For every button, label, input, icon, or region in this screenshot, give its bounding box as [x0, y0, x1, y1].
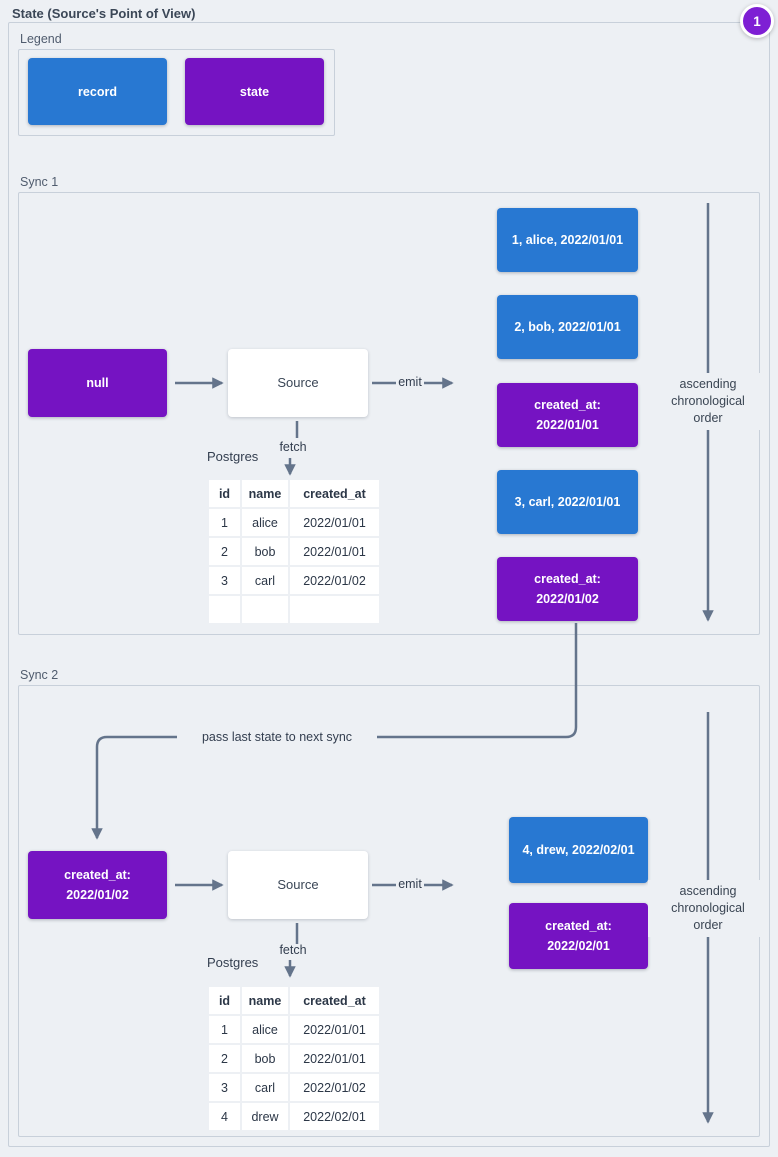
outer-frame: [8, 22, 770, 1147]
sync2-postgres-table: id name created_at 1 alice 2022/01/01 2 …: [207, 985, 381, 1132]
cell-created-at: 2022/01/01: [290, 538, 379, 565]
cell-id: 2: [209, 538, 240, 565]
cell-name: alice: [242, 1016, 288, 1043]
record-box: 1, alice, 2022/01/01: [497, 208, 638, 272]
cell-name: alice: [242, 509, 288, 536]
table-row: 1 alice 2022/01/01: [209, 509, 379, 536]
sync2-emit-label: emit: [398, 877, 422, 891]
cell-id: 4: [209, 1103, 240, 1130]
table-row: 2 bob 2022/01/01: [209, 538, 379, 565]
sync1-source-label: Source: [277, 375, 319, 390]
table-row: 3 carl 2022/01/02: [209, 1074, 379, 1101]
col-header-created-at: created_at: [290, 480, 379, 507]
cell-id: 3: [209, 1074, 240, 1101]
sync2-input-state-box: created_at: 2022/01/02: [28, 851, 167, 919]
record-text: 4, drew, 2022/02/01: [522, 843, 635, 857]
table-row: 2 bob 2022/01/01: [209, 1045, 379, 1072]
sync2-order-note: ascending chronological order: [648, 880, 768, 937]
state-text-line2: 2022/01/01: [536, 418, 599, 432]
col-header-id: id: [209, 987, 240, 1014]
legend-state-label: state: [239, 84, 270, 99]
sync1-order-note: ascending chronological order: [648, 373, 768, 430]
cell-name: [242, 596, 288, 623]
state-box: created_at: 2022/01/02: [497, 557, 638, 621]
step-badge: 1: [740, 4, 774, 38]
legend-frame: [18, 49, 335, 136]
cell-id: 2: [209, 1045, 240, 1072]
cell-name: carl: [242, 567, 288, 594]
pass-state-label: pass last state to next sync: [177, 729, 377, 745]
state-text-line1: created_at:: [534, 398, 601, 412]
order-note-line: ascending: [679, 884, 737, 898]
order-note-line: chronological: [671, 901, 745, 915]
col-header-name: name: [242, 987, 288, 1014]
cell-id: [209, 596, 240, 623]
record-text: 3, carl, 2022/01/01: [514, 495, 621, 509]
state-text-line1: created_at:: [534, 572, 601, 586]
legend-record-swatch: record: [28, 58, 167, 125]
legend-label: Legend: [20, 32, 62, 46]
order-note-line: order: [693, 918, 723, 932]
sync1-input-state-text: null: [86, 376, 109, 390]
sync1-source-box: Source: [228, 349, 368, 417]
order-note-line: chronological: [671, 394, 745, 408]
table-row: 3 carl 2022/01/02: [209, 567, 379, 594]
col-header-created-at: created_at: [290, 987, 379, 1014]
sync1-postgres-label: Postgres: [207, 449, 259, 464]
legend-state-swatch: state: [185, 58, 324, 125]
cell-name: drew: [242, 1103, 288, 1130]
table-header-row: id name created_at: [209, 987, 379, 1014]
table-header-row: id name created_at: [209, 480, 379, 507]
cell-id: 3: [209, 567, 240, 594]
table-row: 1 alice 2022/01/01: [209, 1016, 379, 1043]
cell-created-at: 2022/01/01: [290, 1016, 379, 1043]
cell-name: carl: [242, 1074, 288, 1101]
cell-created-at: [290, 596, 379, 623]
cell-created-at: 2022/01/01: [290, 1045, 379, 1072]
sync1-input-state-box: null: [28, 349, 167, 417]
sync1-fetch-label: fetch: [279, 440, 307, 454]
cell-created-at: 2022/01/02: [290, 567, 379, 594]
order-note-line: order: [693, 411, 723, 425]
cell-created-at: 2022/02/01: [290, 1103, 379, 1130]
sync1-postgres-table: id name created_at 1 alice 2022/01/01 2 …: [207, 478, 381, 625]
sync1-label: Sync 1: [20, 175, 59, 189]
record-box: 2, bob, 2022/01/01: [497, 295, 638, 359]
sync2-label: Sync 2: [20, 668, 59, 682]
col-header-id: id: [209, 480, 240, 507]
table-row: 4 drew 2022/02/01: [209, 1103, 379, 1130]
page-title: State (Source's Point of View): [12, 6, 196, 21]
state-text-line2: 2022/02/01: [547, 939, 610, 953]
record-box: 3, carl, 2022/01/01: [497, 470, 638, 534]
step-badge-number: 1: [753, 13, 761, 29]
cell-name: bob: [242, 1045, 288, 1072]
state-text-line2: 2022/01/02: [66, 888, 129, 902]
sync2-fetch-label: fetch: [279, 943, 307, 957]
record-box: 4, drew, 2022/02/01: [509, 817, 648, 883]
cell-id: 1: [209, 509, 240, 536]
state-text-line1: created_at:: [545, 919, 612, 933]
state-box: created_at: 2022/01/01: [497, 383, 638, 447]
sync1-emit-label: emit: [398, 375, 422, 389]
cell-id: 1: [209, 1016, 240, 1043]
col-header-name: name: [242, 480, 288, 507]
sync2-source-label: Source: [277, 877, 319, 892]
order-note-line: ascending: [679, 377, 737, 391]
legend-record-label: record: [78, 84, 117, 99]
state-box: created_at: 2022/02/01: [509, 903, 648, 969]
table-row-empty: [209, 596, 379, 623]
cell-created-at: 2022/01/01: [290, 509, 379, 536]
sync2-postgres-label: Postgres: [207, 955, 259, 970]
record-text: 2, bob, 2022/01/01: [514, 320, 621, 334]
state-text-line1: created_at:: [64, 868, 131, 882]
record-text: 1, alice, 2022/01/01: [511, 233, 624, 247]
sync2-source-box: Source: [228, 851, 368, 919]
cell-name: bob: [242, 538, 288, 565]
cell-created-at: 2022/01/02: [290, 1074, 379, 1101]
state-text-line2: 2022/01/02: [536, 592, 599, 606]
